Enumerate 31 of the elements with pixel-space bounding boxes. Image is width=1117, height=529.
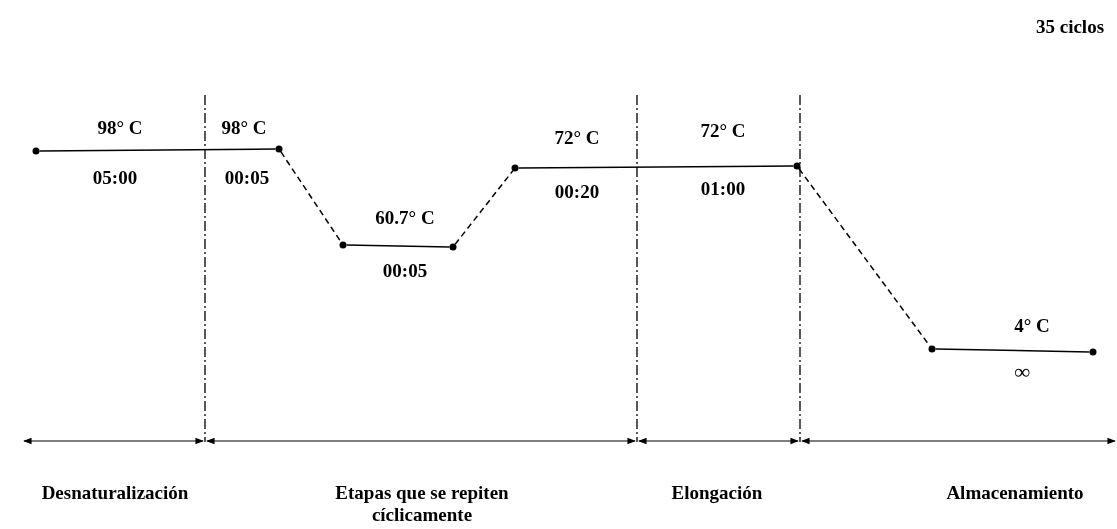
data-point	[511, 164, 519, 172]
label-text: Almacenamiento	[946, 482, 1084, 504]
label-text: 72° C	[554, 127, 600, 149]
label-text: 98° C	[221, 117, 267, 139]
label-text: 00:20	[554, 181, 600, 203]
data-point	[32, 147, 40, 155]
profile-line	[38, 148, 277, 152]
data-point	[275, 145, 283, 153]
label-text: 01:00	[700, 178, 746, 200]
label-text: ∞	[1014, 359, 1030, 385]
profile-line	[517, 165, 795, 169]
label-text: Desnaturalización	[41, 482, 189, 504]
label-text: 35 ciclos	[1035, 16, 1105, 38]
label-text: 72° C	[700, 120, 746, 142]
profile-line	[454, 170, 514, 245]
profile-line	[345, 244, 451, 248]
label-text: 4° C	[1014, 315, 1050, 337]
data-point	[449, 243, 457, 251]
label-text: 00:05	[224, 167, 270, 189]
label-text: 05:00	[92, 167, 138, 189]
label-text: Elongación	[671, 482, 763, 504]
label-text: 00:05	[382, 260, 428, 282]
profile-line	[280, 151, 342, 243]
label-text: Etapas que se repiten cíclicamente	[334, 482, 510, 526]
data-point	[928, 345, 936, 353]
data-point	[793, 162, 801, 170]
label-text: 98° C	[97, 117, 143, 139]
profile-line	[934, 348, 1091, 353]
data-point	[339, 241, 347, 249]
data-point	[1089, 348, 1097, 356]
label-text: 60.7° C	[375, 207, 435, 229]
